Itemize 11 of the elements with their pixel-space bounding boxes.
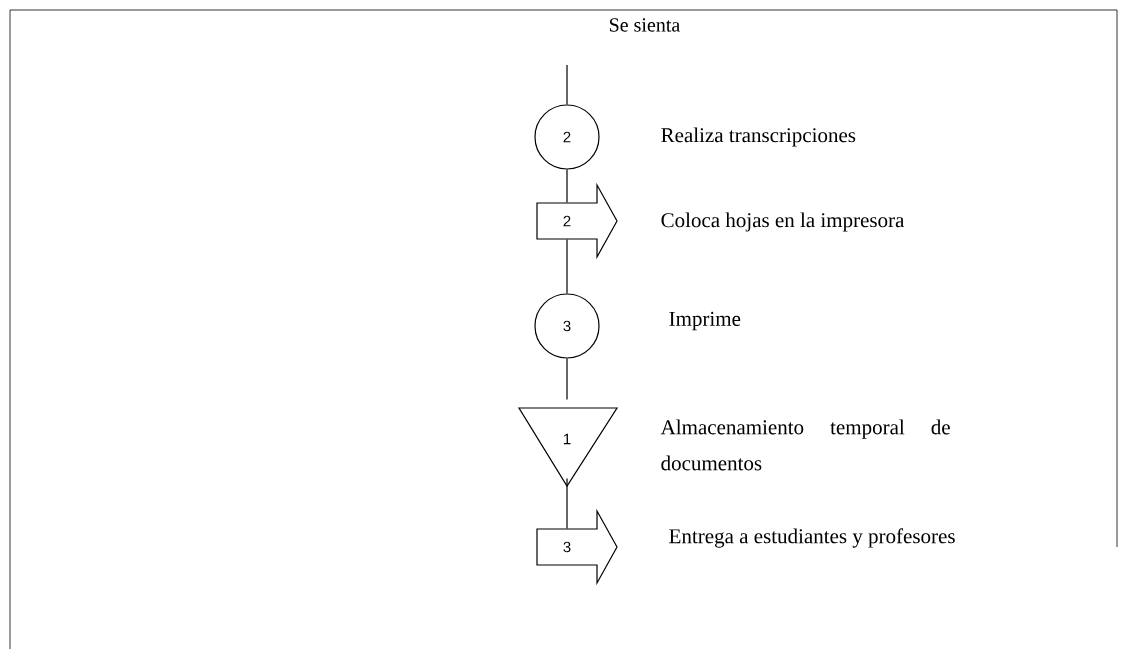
- step-label: Se sienta: [609, 18, 680, 32]
- flow-line: [566, 358, 568, 400]
- flow-line: [566, 169, 568, 203]
- step-description: Coloca hojas en la impresora: [661, 212, 905, 232]
- step-description: Almacenamiento temporal de documentos: [660, 419, 950, 471]
- step-description: Realiza transcripciones: [661, 127, 856, 147]
- flow-line: [566, 478, 568, 529]
- step-description: Entrega a estudiantes y profesores: [669, 528, 955, 548]
- step-description: Imprime: [669, 311, 741, 331]
- flow-line: [566, 239, 568, 294]
- flow-line: [566, 64, 568, 105]
